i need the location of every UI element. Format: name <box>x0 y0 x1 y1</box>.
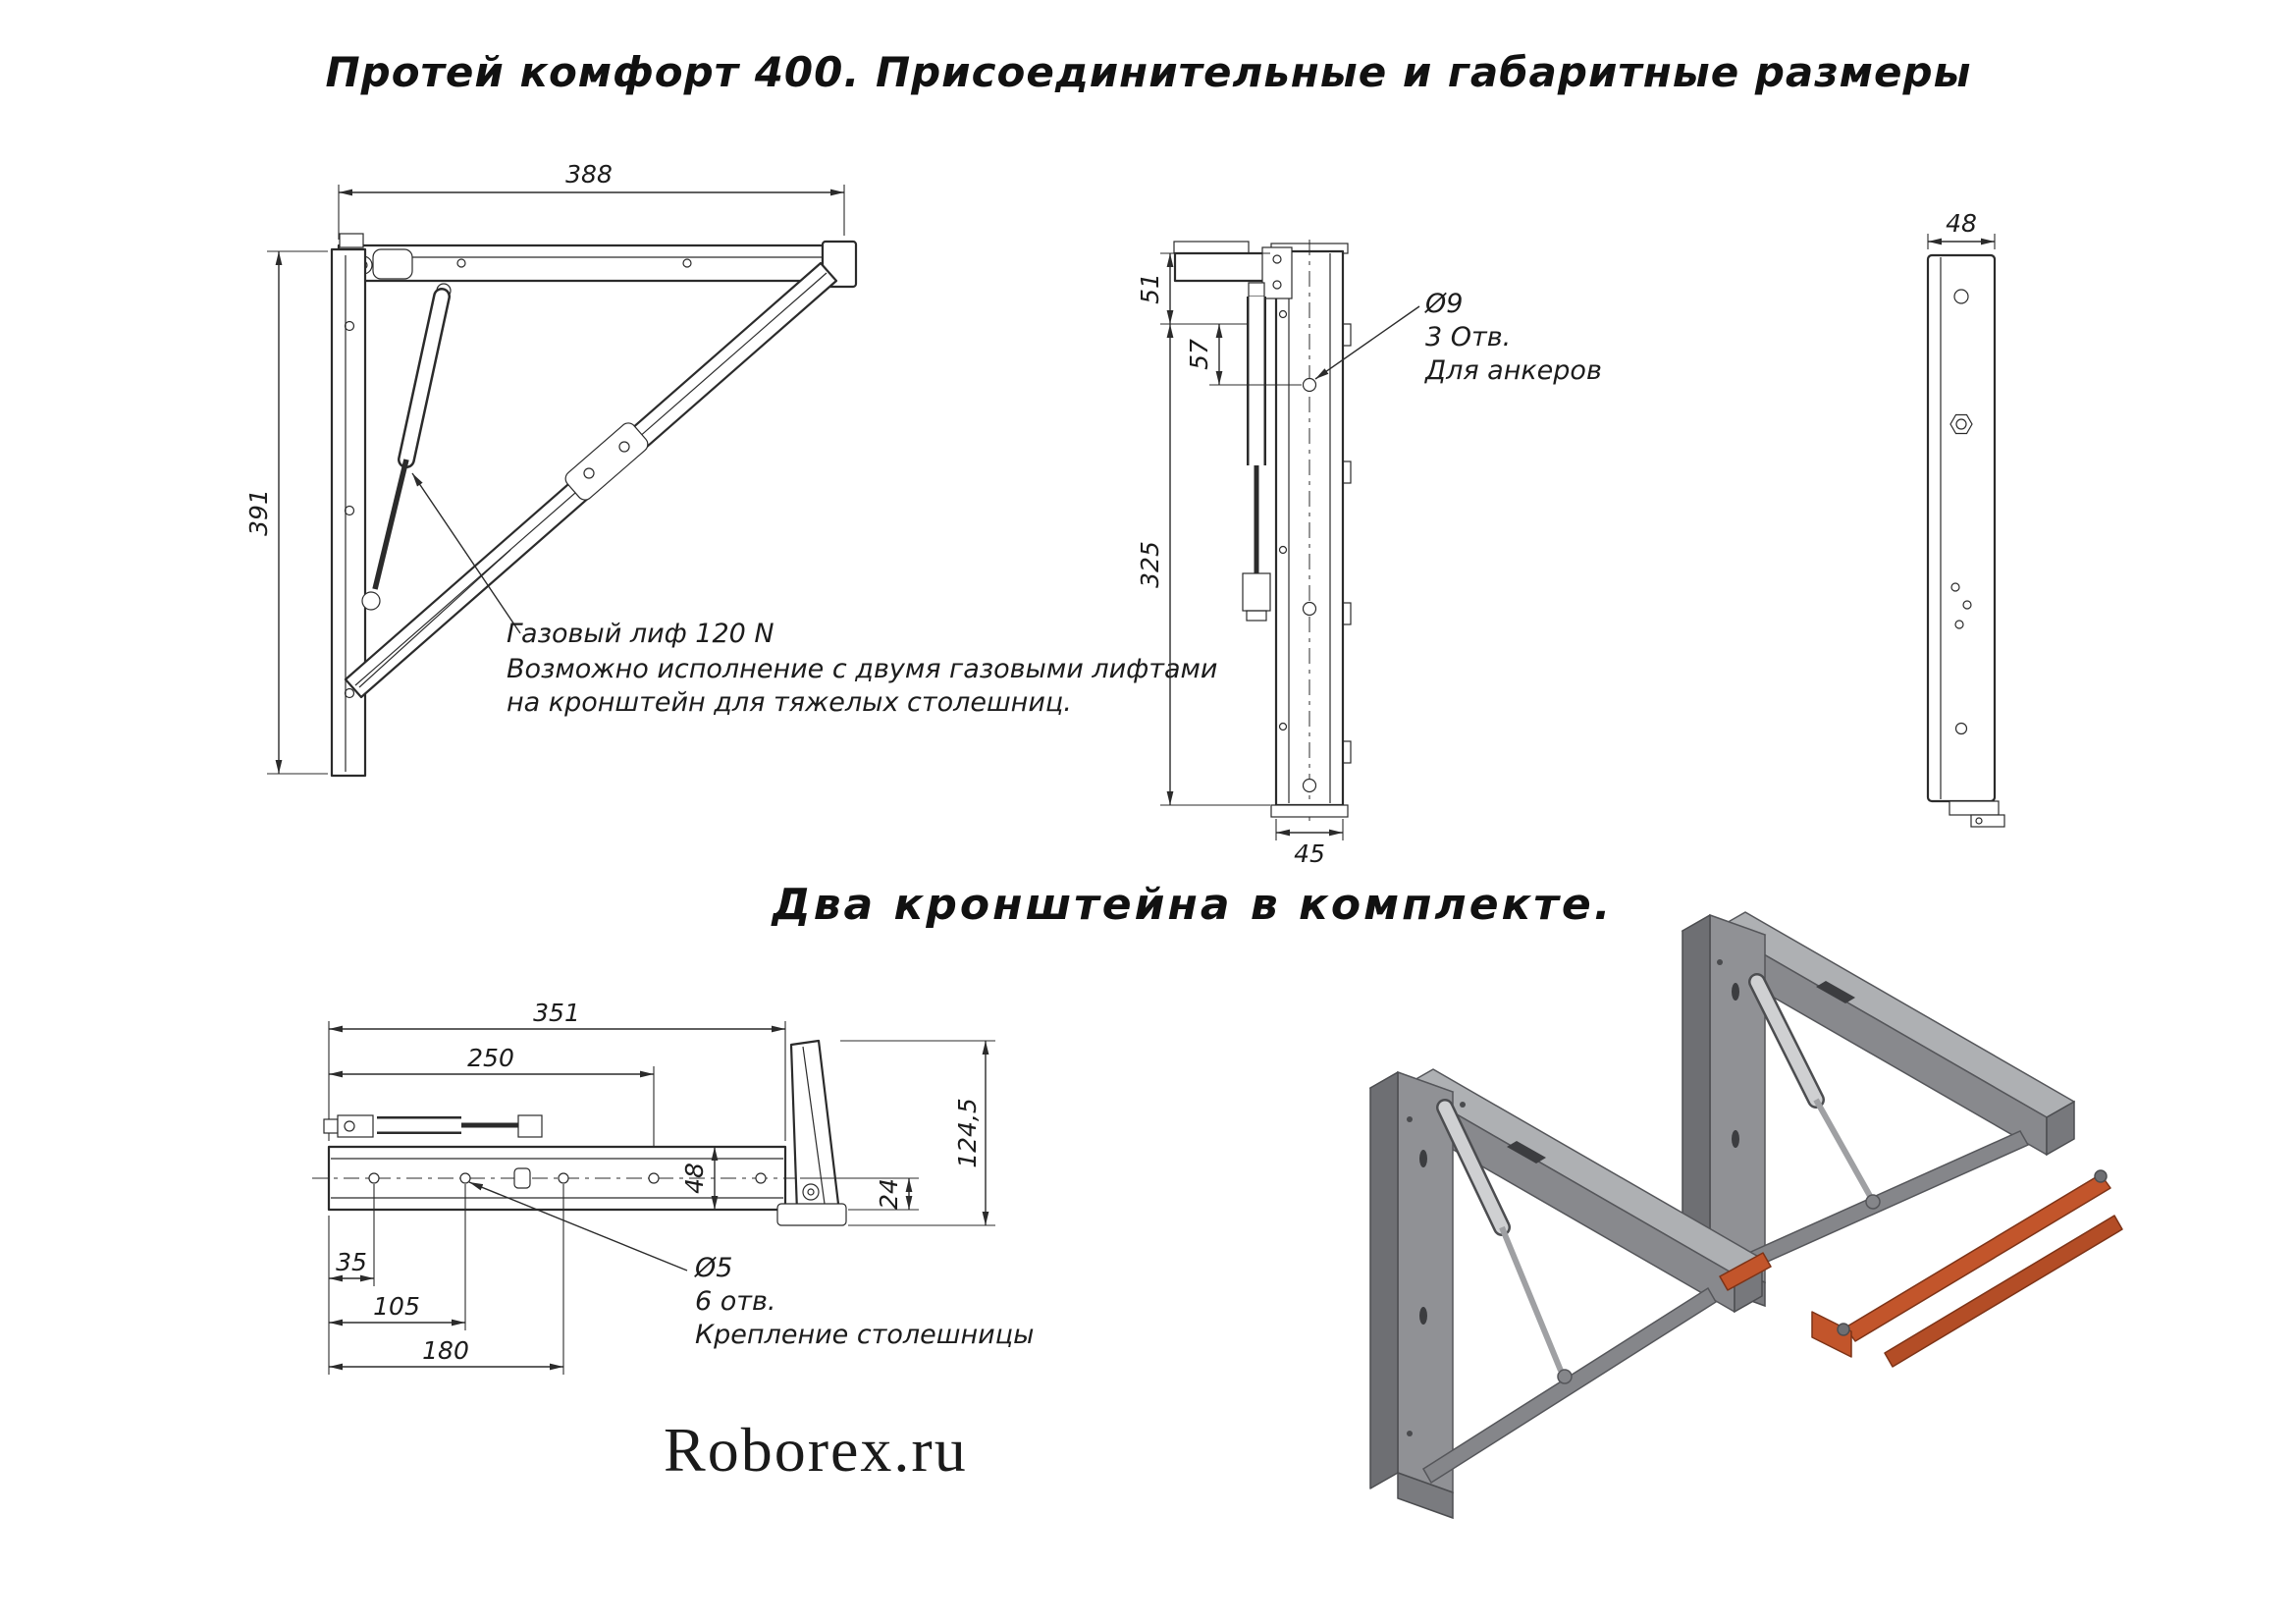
anchor-note-line3: Для анкеров <box>1424 355 1602 386</box>
brand-logo: Roborex.ru <box>664 1415 968 1485</box>
dim-250-label: 250 <box>467 1044 514 1072</box>
dim-180-label: 180 <box>422 1336 469 1365</box>
dim-51-label: 51 <box>1136 273 1164 304</box>
folded-flap <box>776 1039 847 1226</box>
dim-351-label: 351 <box>533 999 580 1027</box>
profile-view: 48 <box>1926 209 2005 828</box>
folded-view: 351 250 <box>312 999 1034 1375</box>
anchor-note-line2: 3 Отв. <box>1425 322 1511 352</box>
dimension-351: 351 <box>328 999 786 1141</box>
profile-plate <box>1926 253 2005 828</box>
gas-lift-note-line2: Возможно исполнение с двумя газовыми лиф… <box>507 654 1217 684</box>
side-view: 388 391 <box>244 160 1217 778</box>
dim-35-label: 35 <box>336 1248 367 1276</box>
dim-45-label: 45 <box>1294 839 1325 868</box>
front-plate <box>1270 240 1352 821</box>
tabletop-note-line1: Ø5 <box>694 1253 732 1283</box>
dimension-height-391: 391 <box>244 250 328 775</box>
page-title: Протей комфорт 400. Присоединительные и … <box>326 48 1972 96</box>
dim-105-label: 105 <box>373 1292 420 1321</box>
dim-57-label: 57 <box>1185 339 1213 370</box>
dimension-width-388: 388 <box>338 160 845 240</box>
folded-bar <box>312 1145 800 1212</box>
tabletop-note-line2: 6 отв. <box>695 1286 776 1317</box>
dimension-180: 180 <box>329 1184 564 1375</box>
dim-391-label: 391 <box>244 489 273 536</box>
dimension-45: 45 <box>1275 819 1344 868</box>
side-top-arm <box>337 233 858 289</box>
dimension-57: 57 <box>1185 324 1302 386</box>
folded-gas-lift <box>323 1114 543 1138</box>
dimension-124-5: 124,5 <box>840 1040 995 1226</box>
dimension-48-profile: 48 <box>1927 209 1996 249</box>
gas-lift-note-line1: Газовый лиф 120 N <box>507 619 774 649</box>
dimension-51: 51 <box>1136 252 1270 325</box>
dim-48-folded-label: 48 <box>680 1163 709 1194</box>
dim-24-label: 24 <box>875 1178 903 1210</box>
dimension-250: 250 <box>329 1044 655 1168</box>
dim-48-profile-label: 48 <box>1946 209 1977 238</box>
tabletop-holes-note: Ø5 6 отв. Крепление столешницы <box>468 1181 1034 1350</box>
dim-388-label: 388 <box>565 160 613 189</box>
gas-lift-note: Газовый лиф 120 N Возможно исполнение с … <box>411 472 1217 718</box>
iso-render <box>1368 911 2123 1520</box>
gas-lift <box>361 283 452 611</box>
iso-back-bracket <box>1681 911 2123 1368</box>
anchor-holes-note: Ø9 3 Отв. Для анкеров <box>1314 289 1602 386</box>
dimension-105: 105 <box>329 1184 466 1330</box>
anchor-note-line1: Ø9 <box>1424 289 1463 319</box>
dimension-35: 35 <box>328 1184 375 1375</box>
dim-124-5-label: 124,5 <box>953 1098 982 1168</box>
kit-subtitle: Два кронштейна в комплекте. <box>771 880 1614 930</box>
dimension-24: 24 <box>800 1177 919 1211</box>
tabletop-note-line3: Крепление столешницы <box>695 1320 1034 1350</box>
dimension-325: 325 <box>1136 324 1270 806</box>
iso-front-bracket <box>1368 1068 1772 1520</box>
dimension-48-folded: 48 <box>680 1147 719 1210</box>
front-gas-lift <box>1242 282 1271 622</box>
front-top-arm <box>1173 241 1293 299</box>
side-diagonal-brace <box>344 261 838 699</box>
dim-325-label: 325 <box>1136 541 1164 588</box>
front-view: 51 57 325 45 Ø9 3 Отв. Для анкеров <box>1136 240 1602 868</box>
gas-lift-note-line3: на кронштейн для тяжелых столешниц. <box>507 687 1072 718</box>
